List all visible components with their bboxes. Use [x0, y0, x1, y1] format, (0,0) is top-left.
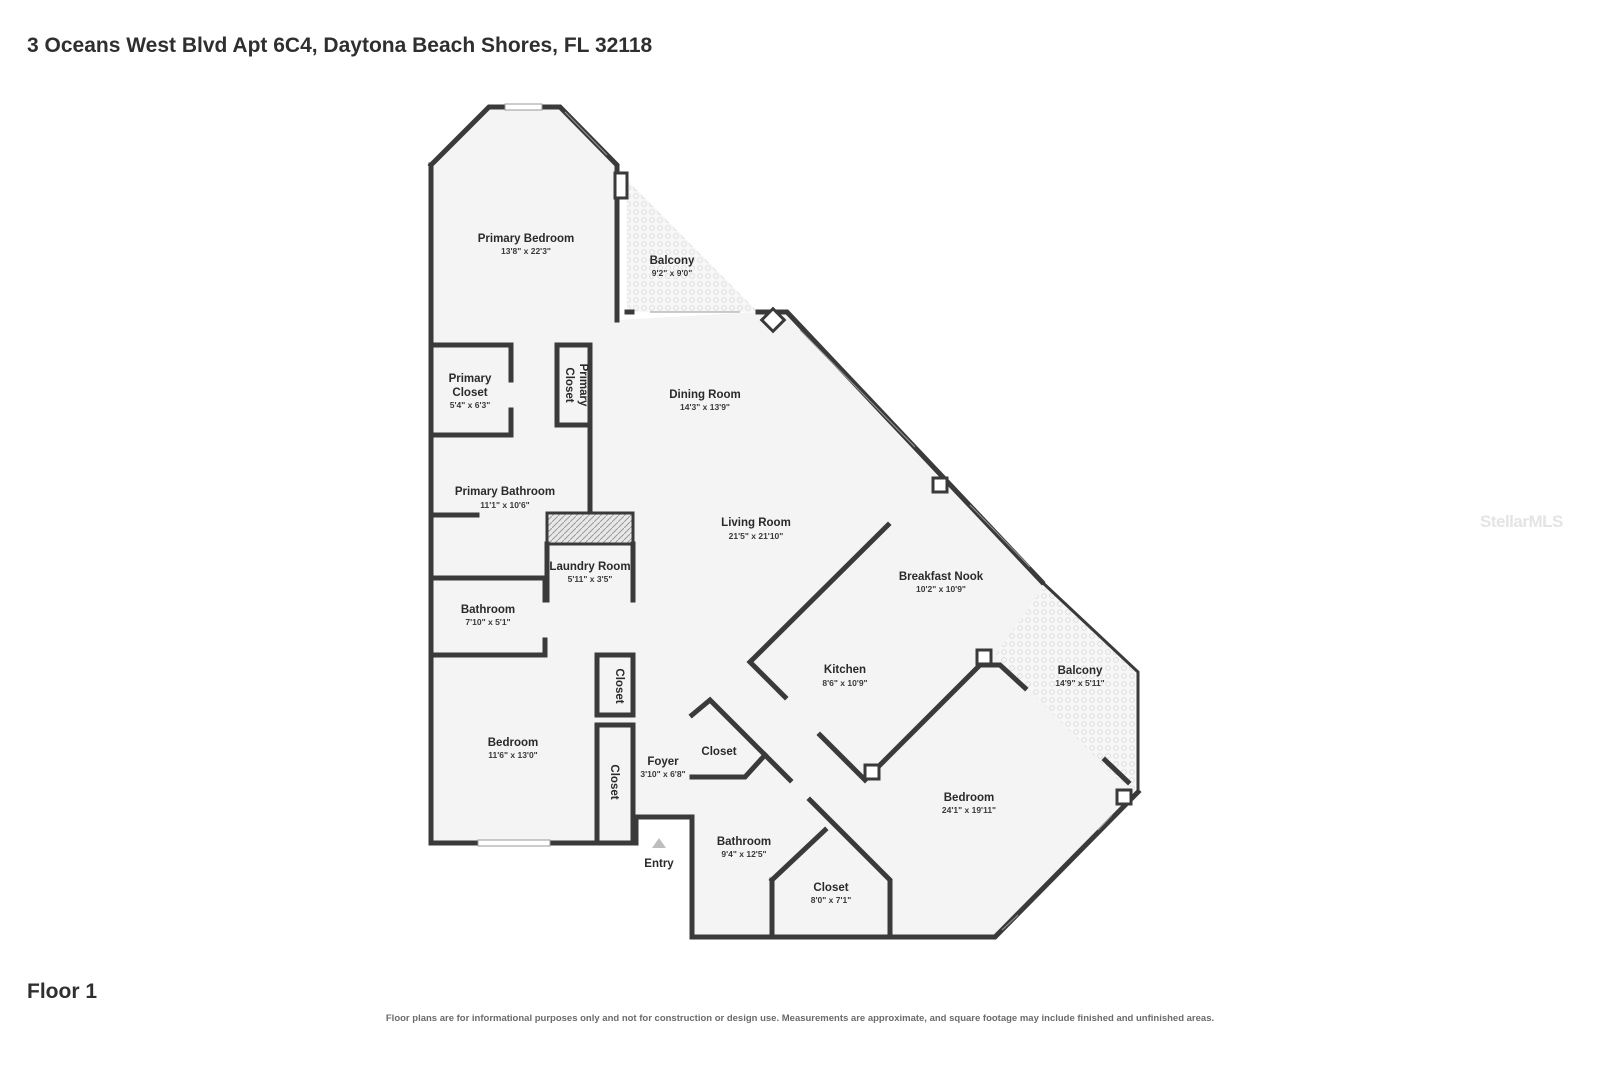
- window-south: [477, 839, 551, 847]
- dims-living-room: 21'5" x 21'10": [729, 531, 784, 541]
- window-bedroom-2-se: [1097, 814, 1113, 831]
- dims-kitchen: 8'6" x 10'9": [822, 678, 867, 688]
- label-bedroom-2: Bedroom: [944, 792, 994, 804]
- label-bedroom-1: Bedroom: [488, 737, 538, 749]
- label-primary-closet-1b: Closet: [452, 387, 487, 399]
- label-bathroom-1: Bathroom: [461, 604, 515, 616]
- exterior-wall-west: [427, 104, 620, 323]
- dims-closet-d: 8'0" x 7'1": [811, 895, 851, 905]
- page-title: 3 Oceans West Blvd Apt 6C4, Daytona Beac…: [27, 34, 653, 57]
- label-balcony-1: Balcony: [650, 255, 695, 267]
- label-bathroom-2: Bathroom: [717, 836, 771, 848]
- window-north: [504, 103, 543, 111]
- wall-bedroom-2: [1101, 756, 1132, 786]
- dims-dining-room: 14'3" x 13'9": [680, 402, 730, 412]
- column-3: [931, 476, 949, 494]
- label-closet-c: Closet: [608, 764, 620, 799]
- label-kitchen: Kitchen: [824, 664, 866, 676]
- floor-label: Floor 1: [27, 980, 98, 1003]
- dims-bathroom-2: 9'4" x 12'5": [721, 849, 766, 859]
- label-primary-bathroom: Primary Bathroom: [455, 486, 555, 498]
- watermark: StellarMLS: [1480, 512, 1563, 531]
- dims-breakfast-nook: 10'2" x 10'9": [916, 584, 966, 594]
- exterior-wall-southwest: [428, 162, 1142, 940]
- balcony-2-area: [995, 585, 1138, 792]
- column-6: [1115, 788, 1133, 806]
- dims-primary-bathroom: 11'1" x 10'6": [480, 500, 529, 510]
- wall-bathroom-2: [761, 751, 893, 940]
- label-laundry-room: Laundry Room: [549, 561, 630, 573]
- column-5: [863, 763, 881, 781]
- label-balcony-2: Balcony: [1058, 665, 1103, 677]
- balcony-1-area: [627, 180, 758, 312]
- wall-bathroom-1: [428, 637, 548, 658]
- label-foyer: Foyer: [647, 756, 679, 768]
- wall-laundry: [544, 541, 636, 603]
- dims-balcony-2: 14'9" x 5'11": [1055, 678, 1104, 688]
- laundry-cabinet: [545, 511, 635, 546]
- dims-bedroom-2: 24'1" x 19'11": [942, 805, 996, 815]
- floor-area: [431, 107, 1138, 937]
- dims-bedroom-1: 11'6" x 13'0": [488, 750, 537, 760]
- label-primary-closet-2a: Primary: [577, 364, 589, 407]
- label-entry: Entry: [644, 858, 674, 870]
- dims-foyer: 3'10" x 6'8": [640, 769, 685, 779]
- label-closet-a: Closet: [613, 668, 625, 703]
- column-2: [759, 306, 787, 334]
- window-northeast: [564, 111, 608, 156]
- label-breakfast-nook: Breakfast Nook: [899, 571, 984, 583]
- label-primary-closet-1a: Primary: [449, 373, 492, 385]
- column-1: [613, 171, 629, 200]
- label-primary-closet-2b: Closet: [563, 367, 575, 402]
- label-closet-b: Closet: [701, 746, 736, 758]
- wall-bedroom-closets: [594, 652, 636, 846]
- column-4: [975, 648, 993, 666]
- window-east-1: [799, 329, 916, 448]
- window-east-2: [969, 504, 1031, 568]
- dims-primary-closet-1: 5'4" x 6'3": [450, 400, 490, 410]
- window-bedroom-2-sw: [1001, 914, 1019, 931]
- balcony-rail: [1040, 580, 1140, 792]
- dims-primary-bedroom: 13'8" x 22'3": [501, 246, 551, 256]
- label-primary-bedroom: Primary Bedroom: [478, 233, 575, 245]
- entry-arrow-icon: [652, 838, 666, 848]
- dims-bathroom-1: 7'10" x 5'1": [465, 617, 510, 627]
- dims-balcony-1: 9'2" x 9'0": [652, 268, 692, 278]
- disclaimer: Floor plans are for informational purpos…: [385, 1013, 1215, 1024]
- dims-laundry-room: 5'11" x 3'5": [568, 574, 613, 584]
- label-living-room: Living Room: [721, 517, 791, 529]
- label-closet-d: Closet: [813, 882, 848, 894]
- label-dining-room: Dining Room: [669, 389, 741, 401]
